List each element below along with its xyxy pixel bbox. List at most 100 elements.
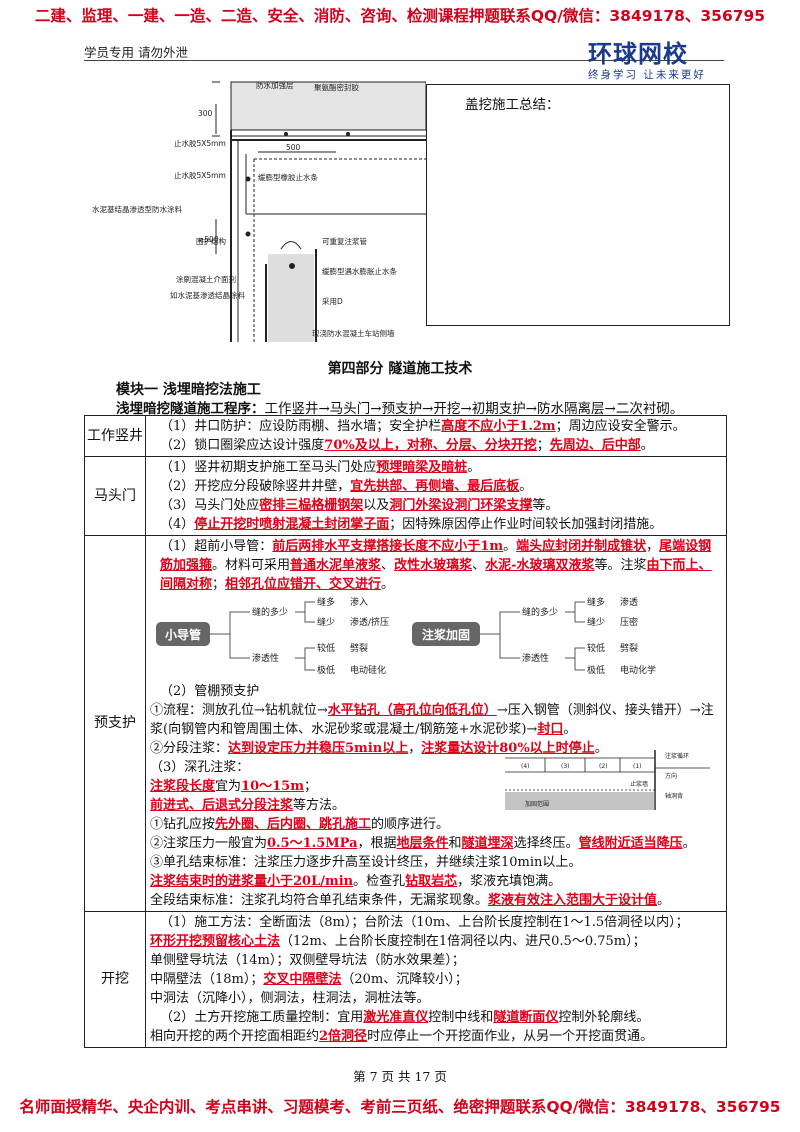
text-rows-shaft-l1b: 高度不应小于1.2m	[441, 419, 556, 434]
text-rows-dig-d4c: （20m、沉降较小）；	[341, 972, 468, 987]
row-label-shaft: 工作竖井	[84, 415, 146, 457]
text-rows-horse-l1b: 预埋暗梁及暗桩	[376, 460, 468, 475]
mindmap-1-b1: 较低	[317, 642, 335, 654]
procedure-line: 浅埋暗挖隧道施工程序：工作竖井→马头门→预支护→开挖→初期支护→防水隔离层→二次…	[116, 397, 683, 417]
label-grout-pipe: 可重复注浆管	[322, 236, 367, 246]
text-rows-pre-p1d: 端头应封闭并制成锥状	[516, 539, 647, 554]
fig-label-stop-wall: 止浆墙	[630, 780, 648, 788]
header-divider	[84, 60, 724, 61]
text-rows-pre-p1h: 普通水泥单液浆	[290, 558, 382, 573]
text-rows-pre-p4a: ②分段注浆：	[150, 741, 229, 756]
label-500: 500	[286, 143, 301, 152]
text-rows-pre-p8b: 先外圈、后内圈、跳孔施工	[215, 817, 372, 832]
text-rows-dig-d7c: 时应停止一个开挖面作业，从另一个开挖面贯通。	[367, 1029, 654, 1044]
mindmap-2-b2v: 电动化学	[620, 664, 656, 676]
mindmap-1-a2: 缝少	[317, 616, 335, 628]
label-crystalline-2: 如水泥基渗透结晶涂料	[170, 290, 245, 300]
label-station-wall: 现浇防水混凝土车站侧墙	[312, 328, 395, 338]
row-content-horse-head: （1）竖井初期支护施工至马头门处应预埋暗梁及暗桩。 （2）开挖应分段破除竖井井壁…	[145, 456, 727, 536]
mindmap-1-b: 渗透性	[252, 652, 279, 664]
mindmap-2-b2: 极低	[587, 664, 605, 676]
text-rows-pre-p5: （3）深孔注浆：	[150, 760, 250, 775]
text-rows-horse-l3d: 洞门外梁设洞门环梁支撑	[389, 498, 533, 513]
text-rows-pre-p10: ③单孔结束标准：注浆压力逐步升高至设计终压，并继续注浆10min以上。	[150, 855, 582, 870]
mindmap-2-a1: 缝多	[587, 596, 605, 608]
text-rows-pre-p9a: ②注浆压力一般宜为	[150, 836, 268, 851]
text-rows-pre-p9h: 管线附近适当降压	[578, 836, 683, 851]
text-rows-pre-p3d: 封口	[537, 722, 564, 737]
text-rows-pre-p11c: 钻取岩芯	[405, 874, 458, 889]
text-rows-pre-p6d: ；	[303, 779, 317, 794]
text-rows-pre-p8c: 的顺序进行。	[371, 817, 450, 832]
text-rows-pre-p9f: 隧道埋深	[461, 836, 514, 851]
cover-dig-summary-box: 盖挖施工总结：	[426, 84, 730, 326]
text-rows-dig-d1: （1）施工方法：全断面法（8m）；台阶法（10m、上台阶长度控制在1～1.5倍洞…	[160, 915, 689, 930]
fig-label-1: (1)	[633, 763, 642, 770]
text-rows-dig-d2a: 环形开挖预留核心土法	[150, 934, 281, 949]
page-number: 第 7 页 共 17 页	[353, 1069, 447, 1084]
row-content-shaft: （1）井口防护：应设防雨棚、挡水墙；安全护栏高度不应小于1.2m；周边应设安全警…	[145, 415, 727, 457]
text-rows-pre-p1o: ；	[212, 577, 226, 592]
summary-title: 盖挖施工总结：	[465, 97, 560, 113]
fig-label-cycle: 注浆循环	[665, 752, 689, 760]
text-rows-pre-p1k: 、	[472, 558, 486, 573]
text-rows-pre-p9d: 地层条件	[396, 836, 449, 851]
text-rows-pre-p3e: 。	[563, 722, 577, 737]
logo-main-text: 环球网校	[588, 40, 688, 68]
mindmap-2-b: 渗透性	[522, 652, 549, 664]
text-rows-pre-p1a: （1）超前小导管：	[160, 539, 273, 554]
text-rows-pre-p9b: 0.5～1.5MPa	[267, 836, 358, 851]
label-retaining-structure: 围护结构	[196, 236, 226, 246]
text-rows-dig-d6b: 激光准直仪	[363, 1010, 429, 1025]
text-rows-shaft-l2c: ；	[536, 438, 550, 453]
mindmap-2-b1v: 劈裂	[620, 642, 638, 654]
text-rows-pre-p11a: 注浆结束时的进浆量小于20L/min	[150, 874, 354, 889]
text-rows-horse-l2b: 宜先拱部、再侧墙、最后底板	[350, 479, 520, 494]
text-rows-dig-d6c: 控制中线和	[428, 1010, 494, 1025]
text-rows-horse-l1a: （1）竖井初期支护施工至马头门处应	[160, 460, 377, 475]
text-rows-pre-p1q: 。	[381, 577, 395, 592]
row-content-excavation: （1）施工方法：全断面法（8m）；台阶法（10m、上台阶长度控制在1～1.5倍洞…	[145, 911, 727, 1048]
text-rows-pre-p4d: 注浆量达设计80%以上时停止	[421, 741, 595, 756]
text-rows-pre-p1b: 前后两排水平支撑搭接长度不应小于1m	[272, 539, 504, 554]
text-rows-pre-p1n: 由下而上、间隔对称	[160, 558, 712, 592]
table-row-horse-head: 马头门 （1）竖井初期支护施工至马头门处应预埋暗梁及暗桩。 （2）开挖应分段破除…	[84, 456, 727, 536]
text-rows-pre-p8a: ①钻孔应按	[150, 817, 216, 832]
label-300: 300	[198, 109, 213, 118]
brand-logo: 环球网校 终身学习 让未来更好	[588, 34, 728, 82]
text-rows-pre-p12c: 。	[657, 893, 671, 908]
text-rows-pre-p1g: 。材料可采用	[212, 558, 291, 573]
mindmap-1-b1v: 劈裂	[350, 642, 368, 654]
text-rows-pre-p9e: 和	[448, 836, 462, 851]
text-rows-pre-p1p: 相邻孔位应错开、交叉进行	[225, 577, 382, 592]
text-rows-horse-l4c: ；因特殊原因停止作业时间较长加强封闭措施。	[389, 517, 663, 532]
text-rows-horse-l2c: 。	[519, 479, 533, 494]
text-rows-pre-p1f: 尾端设钢筋加强箍	[160, 539, 712, 573]
mindmap-2-center: 注浆加固	[422, 627, 470, 642]
text-rows-pre-p3c: →压入钢管（测斜仪、接头错开）→注浆(向钢管内和管周围土体、水泥砂浆或混凝土/钢…	[150, 703, 714, 737]
mindmap-2-a1v: 渗透	[620, 596, 638, 608]
text-rows-pre-p3a: ①流程：测放孔位→钻机就位→	[150, 703, 328, 718]
text-rows-shaft-l1a: （1）井口防护：应设防雨棚、挡水墙；安全护栏	[160, 419, 442, 434]
text-rows-pre-p9i: 。	[682, 836, 696, 851]
mindmap-2-b1: 较低	[587, 642, 605, 654]
text-rows-dig-d4a: 中隔壁法（18m）；	[150, 972, 264, 987]
text-rows-horse-l4b: 停止开挖时喷射混凝土封闭掌子面	[194, 517, 390, 532]
table-row-shaft: 工作竖井 （1）井口防护：应设防雨棚、挡水墙；安全护栏高度不应小于1.2m；周边…	[84, 415, 727, 457]
text-rows-horse-l4a: （4）	[160, 517, 195, 532]
label-ge500: ≥500	[198, 235, 219, 244]
bottom-banner: 名师面授精华、央企内训、考点串讲、习题模考、考前三页纸、绝密押题联系QQ/微信：…	[19, 1098, 781, 1116]
text-rows-dig-d5: 中洞法（沉降小），侧洞法，柱洞法，洞桩法等。	[150, 991, 430, 1006]
construction-table: 工作竖井 （1）井口防护：应设防雨棚、挡水墙；安全护栏高度不应小于1.2m；周边…	[84, 415, 727, 1048]
text-rows-pre-p1j: 改性水玻璃浆	[394, 558, 473, 573]
text-rows-pre-p6a: 注浆段长度	[150, 779, 216, 794]
text-rows-pre-p1e: ，	[646, 539, 660, 554]
mindmap-2-a2: 缝少	[587, 616, 605, 628]
mindmap-1-a1: 缝多	[317, 596, 335, 608]
text-rows-horse-l1c: 。	[467, 460, 481, 475]
waterproof-detail-drawing: 防水加强层 聚氨酯密封胶 止水胶5X5mm 500 止水胶5X5mm 缓膨型橡胶…	[92, 80, 426, 342]
table-row-pre-support: 预支护 （1）超前小导管：前后两排水平支撑搭接长度不应小于1m。端头应封闭并制成…	[84, 535, 727, 912]
text-rows-pre-p4e: 。	[594, 741, 608, 756]
text-rows-dig-d6e: 控制外轮廓线。	[558, 1010, 650, 1025]
mindmap-2-center-box	[412, 622, 480, 646]
